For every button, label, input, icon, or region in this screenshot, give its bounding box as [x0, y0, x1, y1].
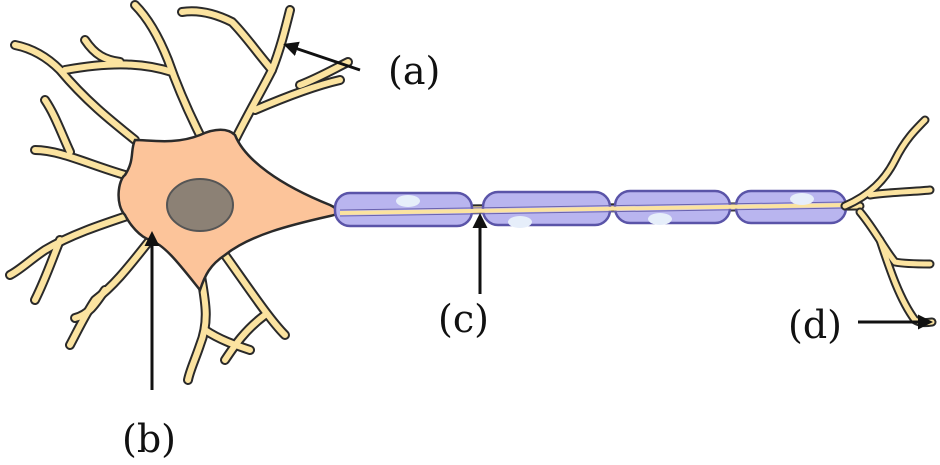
axon-terminals [840, 115, 937, 328]
label-b: (b) [122, 417, 176, 461]
label-d: (d) [788, 303, 842, 347]
schwann-nucleus [648, 213, 672, 225]
myelin-sheaths [333, 189, 848, 228]
label-a: (a) [388, 49, 441, 93]
arrow-a [283, 41, 361, 72]
nucleus [166, 178, 234, 232]
schwann-nucleus [396, 195, 420, 207]
schwann-nucleus [790, 193, 814, 205]
label-c: (c) [438, 297, 489, 341]
dendrites [5, 0, 353, 385]
schwann-nucleus [508, 216, 532, 228]
pointer-arrows [144, 41, 933, 390]
